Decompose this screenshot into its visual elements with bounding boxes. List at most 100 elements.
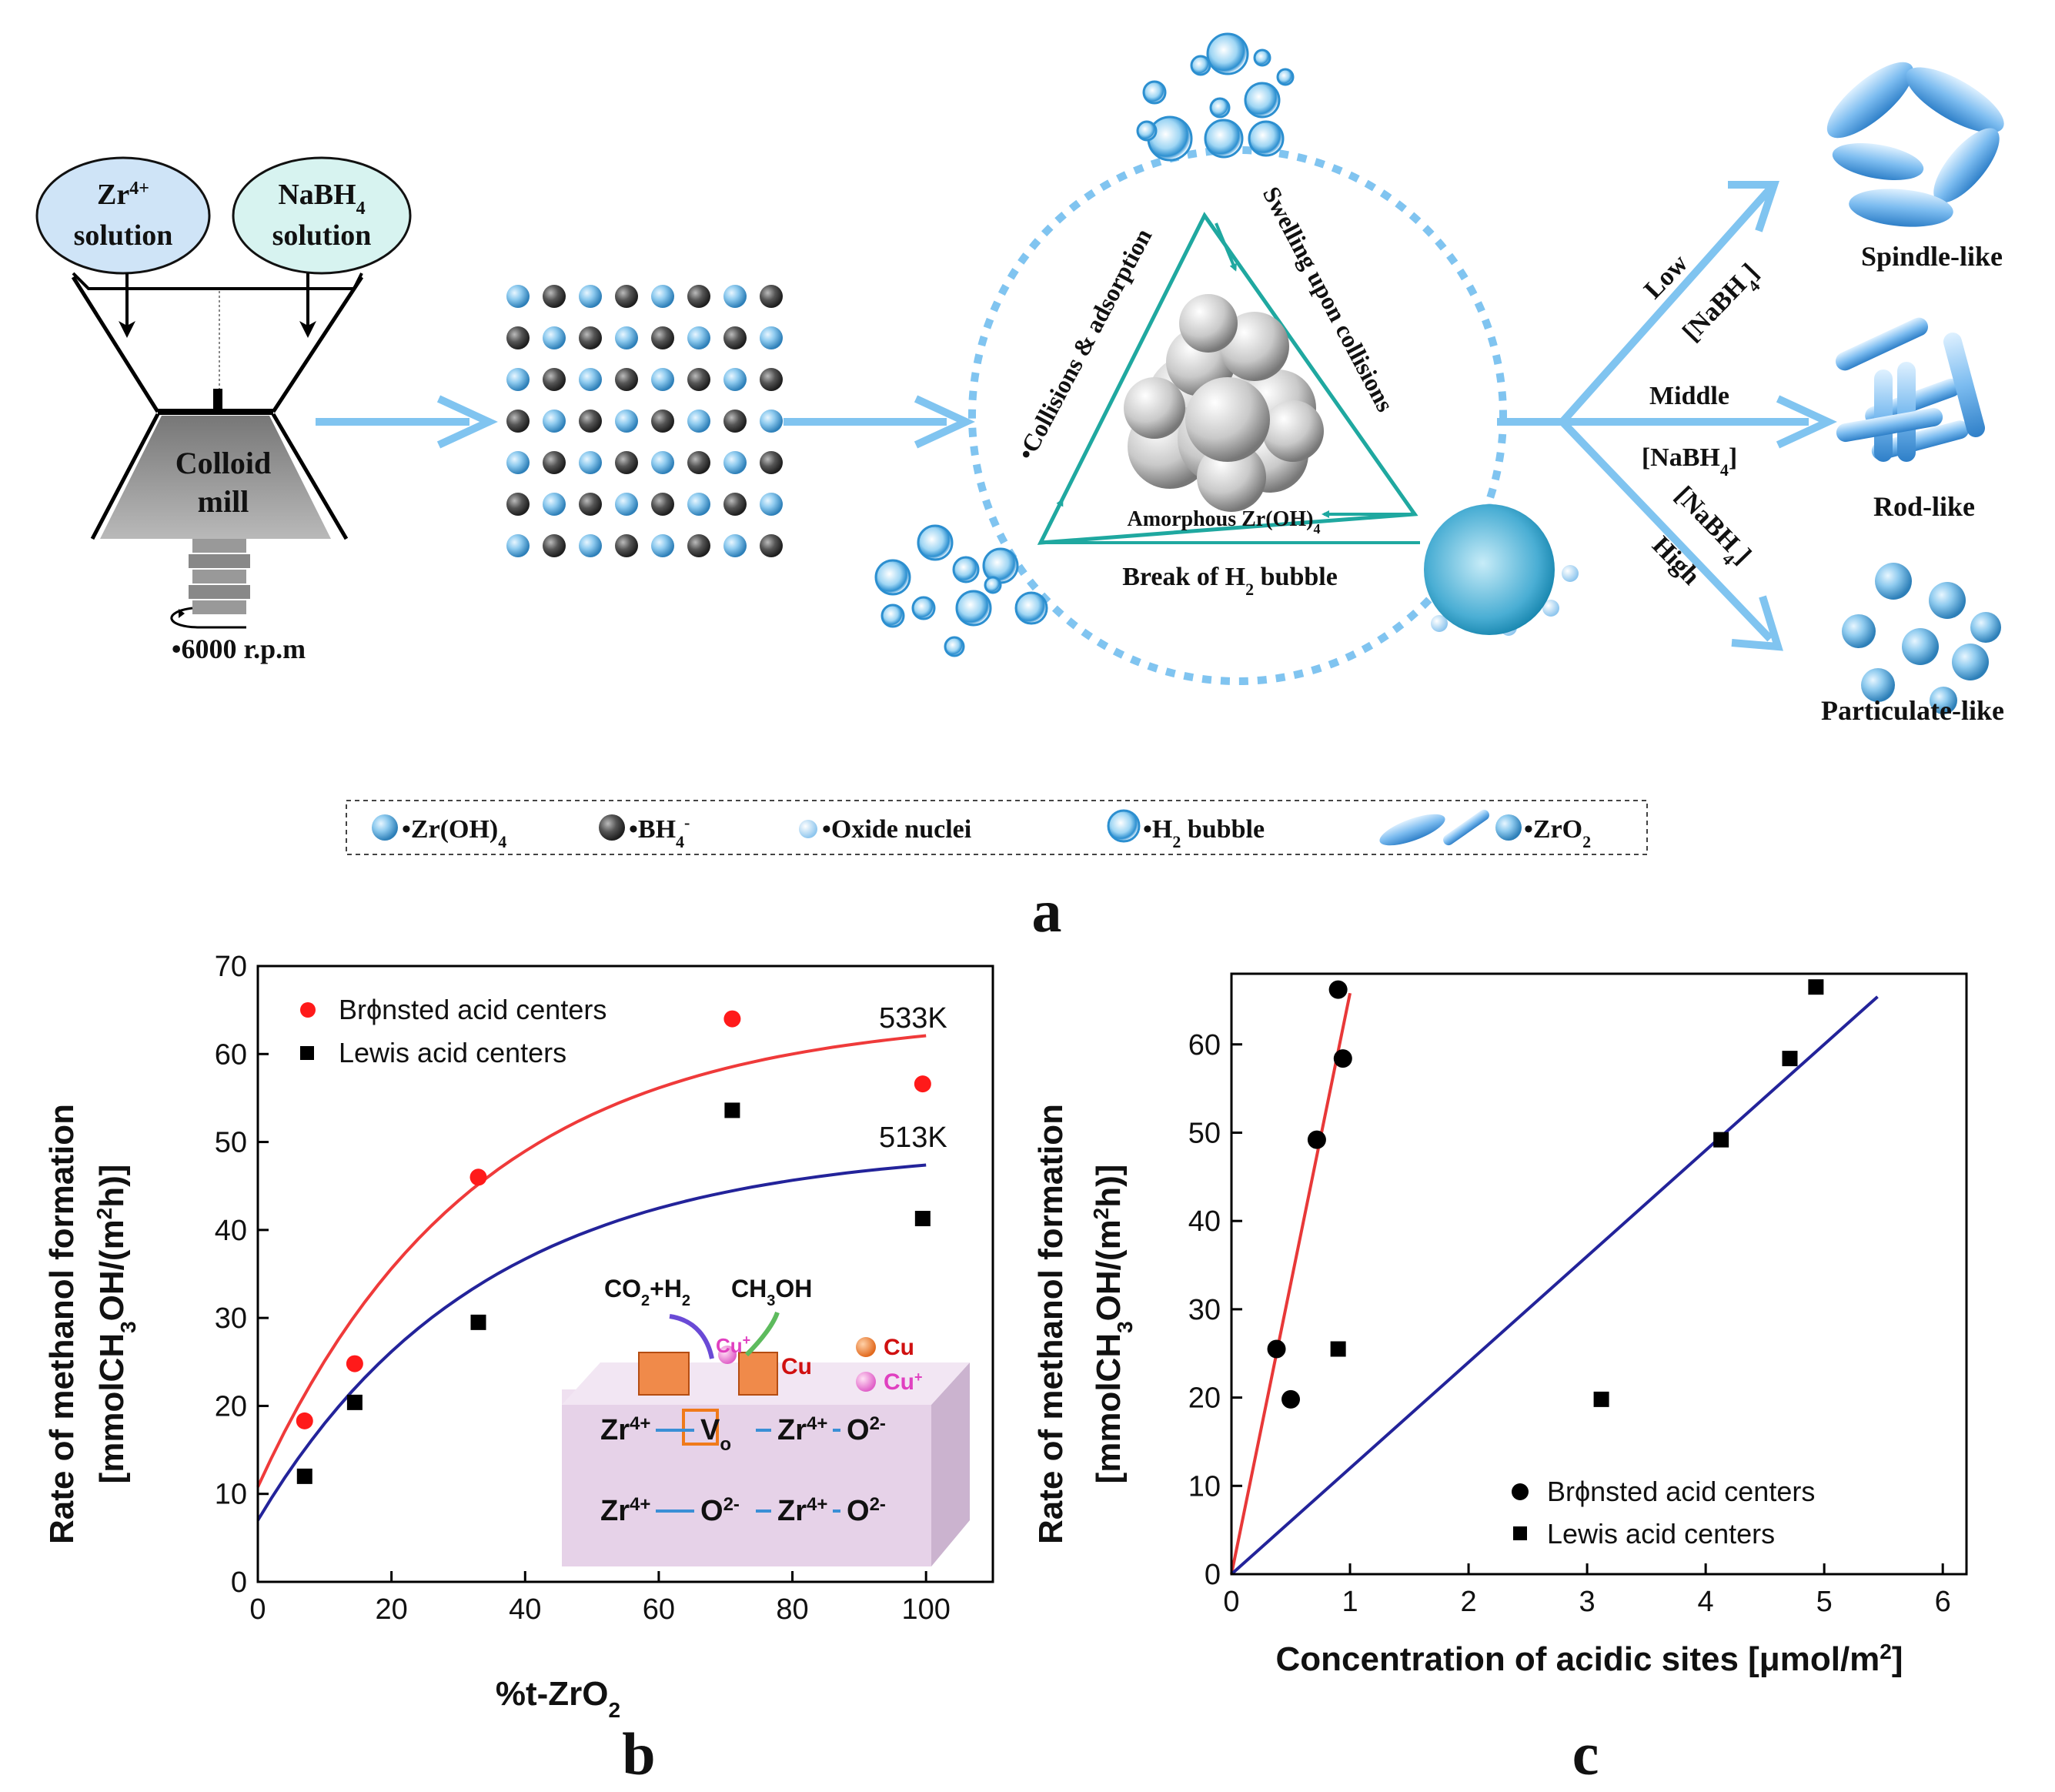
chart-b-xtick-label: 80 bbox=[776, 1593, 808, 1626]
zr-solution-word: solution bbox=[74, 219, 173, 252]
chart-c-point-lewis bbox=[1782, 1051, 1798, 1067]
zroh4-sphere bbox=[579, 285, 602, 308]
oxide-nucleus bbox=[1431, 615, 1448, 632]
spindle-like-particles bbox=[1826, 62, 2004, 227]
chart-c: Rate of methanol formation [mmolCH3OH/(m… bbox=[1032, 972, 1968, 1787]
h2-bubble bbox=[952, 556, 980, 583]
bh4-sphere bbox=[506, 493, 530, 516]
lattice-symbol: O2- bbox=[847, 1494, 886, 1528]
chart-c-point-lewis bbox=[1713, 1132, 1729, 1148]
cluster-sphere bbox=[1262, 400, 1324, 462]
chart-c-point-bronsted bbox=[1333, 1049, 1352, 1068]
zro2-particle bbox=[1952, 644, 1989, 680]
h2-bubble bbox=[1142, 80, 1167, 105]
zroh4-sphere bbox=[723, 285, 747, 308]
h2-bubble bbox=[955, 590, 992, 627]
zro2-rod-legend-icon bbox=[1443, 809, 1489, 846]
h2-bubble bbox=[1014, 591, 1048, 625]
swollen-bubble bbox=[1424, 504, 1555, 635]
chart-b-point-lewis bbox=[346, 1394, 363, 1410]
chart-c-points bbox=[1267, 979, 1824, 1409]
cluster-sphere bbox=[1179, 294, 1238, 353]
h2-bubble bbox=[1248, 120, 1285, 157]
bh4-sphere bbox=[651, 410, 674, 433]
zr-solution-label: Zr4+ bbox=[97, 179, 149, 211]
inset-cu-plus-legend: Cu+ bbox=[884, 1369, 923, 1395]
lattice-symbol: O2- bbox=[700, 1494, 740, 1528]
h2-bubble bbox=[984, 576, 1002, 594]
chart-b-ytick-label: 20 bbox=[215, 1390, 247, 1423]
chart-c-fit-line-1 bbox=[1230, 995, 1879, 1576]
chart-c-point-lewis bbox=[1808, 979, 1824, 995]
h2-bubble bbox=[1253, 48, 1271, 67]
chart-b: Rate of methanol formation [mmolCH3OH/(m… bbox=[43, 951, 994, 1787]
chart-c-axes bbox=[1230, 972, 1968, 1576]
zroh4-sphere bbox=[579, 451, 602, 474]
zro2-particle bbox=[1861, 668, 1895, 702]
chart-b-xtick-label: 20 bbox=[375, 1593, 407, 1626]
cluster-sphere bbox=[1197, 443, 1266, 512]
legend-bronsted-marker bbox=[300, 1002, 316, 1018]
zroh4-sphere bbox=[615, 410, 638, 433]
h2-bubble bbox=[1190, 55, 1211, 76]
zroh4-sphere bbox=[615, 326, 638, 349]
chart-b-ylabel: Rate of methanol formation bbox=[43, 1104, 81, 1544]
zroh4-sphere bbox=[723, 451, 747, 474]
h2-bubble bbox=[1147, 115, 1193, 162]
zroh4-sphere bbox=[579, 368, 602, 391]
zro2-particle bbox=[1842, 614, 1876, 648]
h2-bubble bbox=[917, 524, 954, 561]
bh4-sphere bbox=[615, 285, 638, 308]
zro2-particle bbox=[1929, 582, 1966, 619]
legend-lewis-marker bbox=[300, 1046, 314, 1060]
zro2-particle bbox=[1970, 612, 2001, 643]
legend-oxide-nuclei: •Oxide nuclei bbox=[822, 815, 971, 844]
cluster-sphere bbox=[1185, 377, 1270, 462]
lattice-symbol: O2- bbox=[847, 1413, 886, 1447]
amorphous-zroh4-cluster bbox=[1124, 294, 1324, 512]
chart-b-ylabel-units: [mmolCH3OH/(m2h)] bbox=[92, 1165, 140, 1484]
zro2-products: Spindle-like Rod-like Particulate-like bbox=[1821, 62, 2004, 726]
legend-bh4: •BH4- bbox=[629, 813, 690, 851]
panel-label-c: c bbox=[1572, 1720, 1599, 1787]
zroh4-sphere bbox=[579, 534, 602, 557]
chart-b-ytick-label: 50 bbox=[215, 1127, 247, 1159]
curve-533k-label: 533K bbox=[879, 1002, 947, 1035]
bh4-sphere bbox=[687, 285, 710, 308]
chart-b-xtick-label: 60 bbox=[643, 1593, 675, 1626]
bh4-sphere bbox=[723, 326, 747, 349]
lattice-symbol: Zr4+ bbox=[777, 1494, 827, 1528]
break-h2-label: Break of H2 bubble bbox=[1122, 563, 1338, 599]
zroh4-sphere bbox=[506, 368, 530, 391]
chart-c-plot-frame bbox=[1230, 972, 1968, 1576]
h2-bubble bbox=[944, 636, 965, 657]
chart-c-ytick-label: 0 bbox=[1205, 1559, 1221, 1591]
chart-b-curve-0 bbox=[256, 1034, 927, 1488]
chart-b-point-lewis bbox=[470, 1314, 486, 1330]
chart-b-ytick-label: 70 bbox=[215, 951, 247, 983]
inset-cu-legend: Cu bbox=[884, 1335, 914, 1360]
bh4-sphere bbox=[760, 285, 783, 308]
h2-bubble bbox=[1276, 68, 1295, 86]
zr-solution-bubble: Zr4+ solution bbox=[35, 156, 211, 275]
legend-c-bronsted-marker bbox=[1512, 1483, 1529, 1500]
chart-c-point-bronsted bbox=[1307, 1130, 1326, 1149]
bh4-sphere bbox=[760, 368, 783, 391]
chart-b-plot-frame bbox=[256, 965, 994, 1583]
chart-b-point-bronsted bbox=[469, 1168, 487, 1186]
bh4-sphere bbox=[579, 493, 602, 516]
chart-b-point-lewis bbox=[724, 1102, 740, 1118]
bh4-sphere bbox=[687, 451, 710, 474]
bh4-legend-icon bbox=[599, 814, 625, 841]
legend-c-lewis-label: Lewis acid centers bbox=[1547, 1518, 1775, 1550]
bh4-sphere bbox=[506, 326, 530, 349]
zroh4-sphere bbox=[543, 410, 566, 433]
legend-bronsted-label: Brϕnsted acid centers bbox=[339, 994, 606, 1025]
cluster-sphere bbox=[1220, 312, 1289, 381]
chart-b-legend: Brϕnsted acid centers Lewis acid centers bbox=[300, 994, 606, 1068]
bh4-sphere bbox=[651, 493, 674, 516]
zroh4-sphere bbox=[651, 285, 674, 308]
